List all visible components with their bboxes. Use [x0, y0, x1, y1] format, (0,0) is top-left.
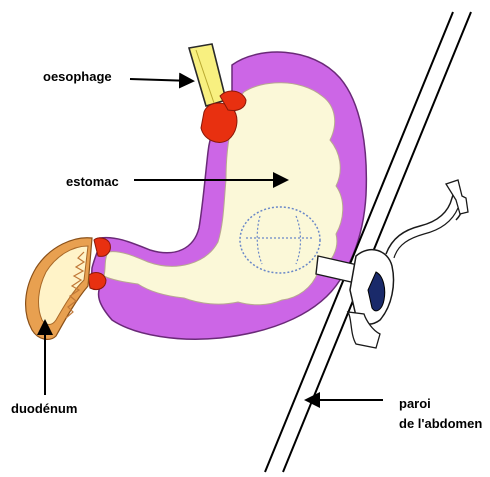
gastrostomy-tubing	[386, 186, 463, 254]
label-paroi-line1: paroi	[399, 394, 482, 414]
pylorus-sphincter-lower	[88, 273, 106, 290]
label-duodenum: duodénum	[11, 401, 77, 417]
arrow-oesophage	[130, 79, 193, 81]
label-oesophage: oesophage	[43, 69, 112, 85]
label-paroi-abdomen: paroi de l'abdomen	[399, 394, 482, 434]
label-estomac: estomac	[66, 174, 119, 190]
label-paroi-line2: de l'abdomen	[399, 414, 482, 434]
